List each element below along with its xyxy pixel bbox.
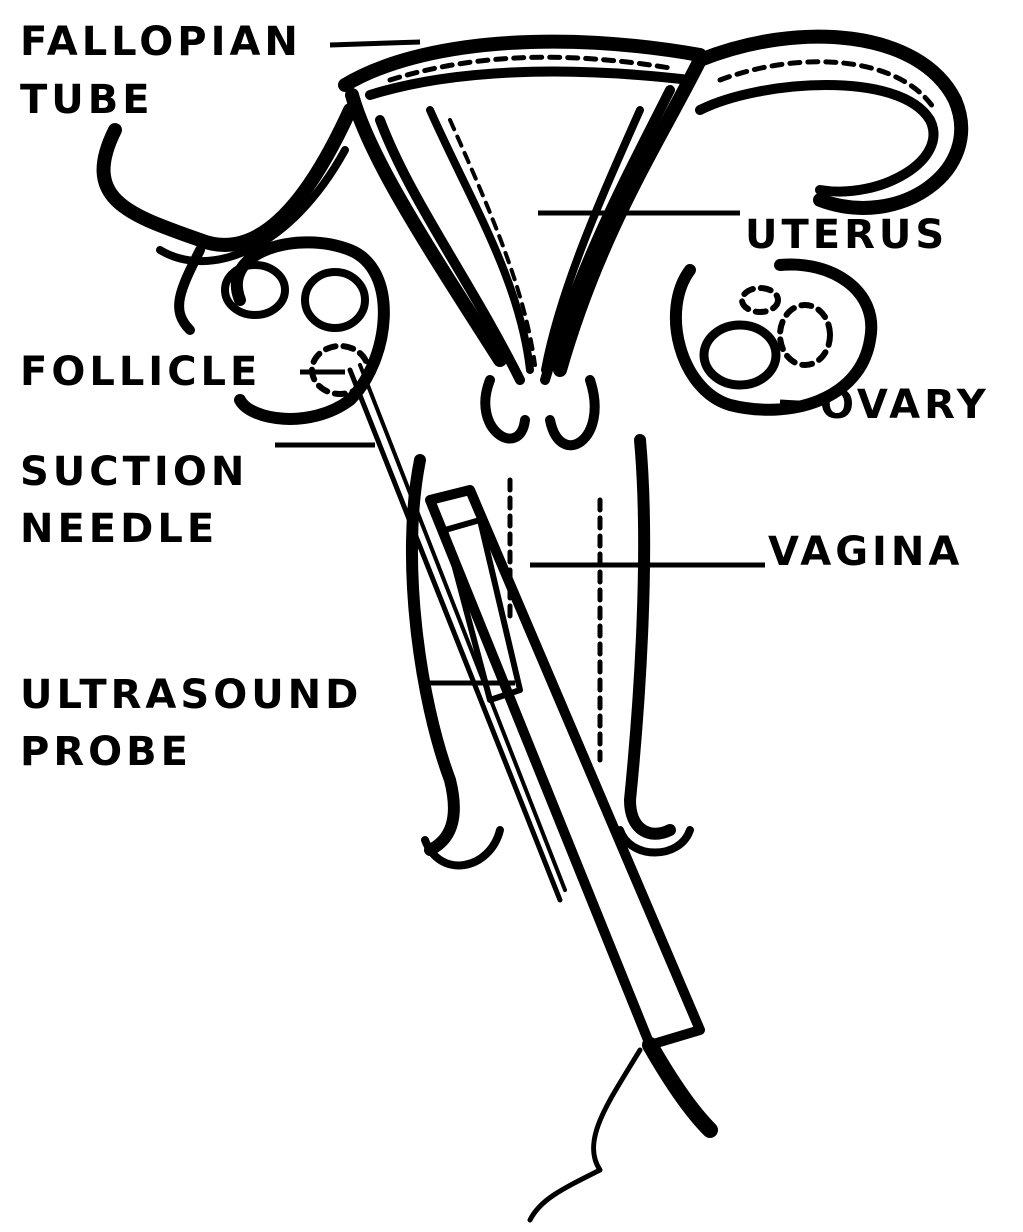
ovary-label: OVARY bbox=[820, 382, 990, 428]
uterus-label: UTERUS bbox=[745, 212, 948, 258]
ultrasound-probe-label-line1: ULTRASOUND bbox=[20, 672, 362, 718]
vagina-label: VAGINA bbox=[768, 529, 963, 575]
uterus-drawing bbox=[345, 42, 700, 446]
ultrasound-probe-drawing bbox=[430, 490, 710, 1220]
suction-needle-label-line2: NEEDLE bbox=[20, 506, 218, 552]
follicle-label: FOLLICLE bbox=[20, 349, 261, 395]
suction-needle-label-line1: SUCTION bbox=[20, 449, 248, 495]
ultrasound-probe-label-line2: PROBE bbox=[20, 729, 192, 775]
fallopian-tube-label-line2: TUBE bbox=[20, 77, 154, 123]
fallopian-tube-label-line1: FALLOPIAN bbox=[20, 19, 302, 65]
